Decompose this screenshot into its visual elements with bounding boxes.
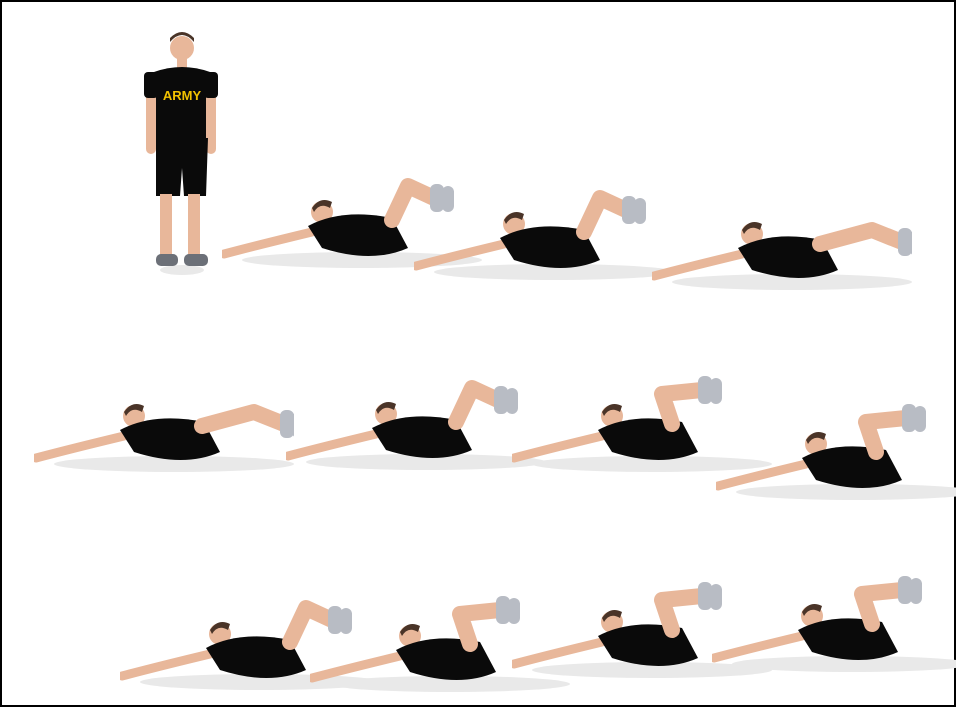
head	[170, 36, 194, 60]
soldier-pose-rolled-tuck	[716, 400, 956, 504]
standing-soldier: ARMY	[140, 28, 220, 278]
soldier-pose-lying-knees-tuck	[712, 572, 956, 676]
soldier-pose-lying-knees-down	[34, 372, 294, 476]
soldier-pose-lying-knees-down	[652, 190, 912, 294]
soldier-pose-lying-knees-up	[286, 370, 546, 474]
soldier-pose-lying-knees-up	[414, 180, 674, 284]
shirt-print: ARMY	[163, 88, 202, 103]
